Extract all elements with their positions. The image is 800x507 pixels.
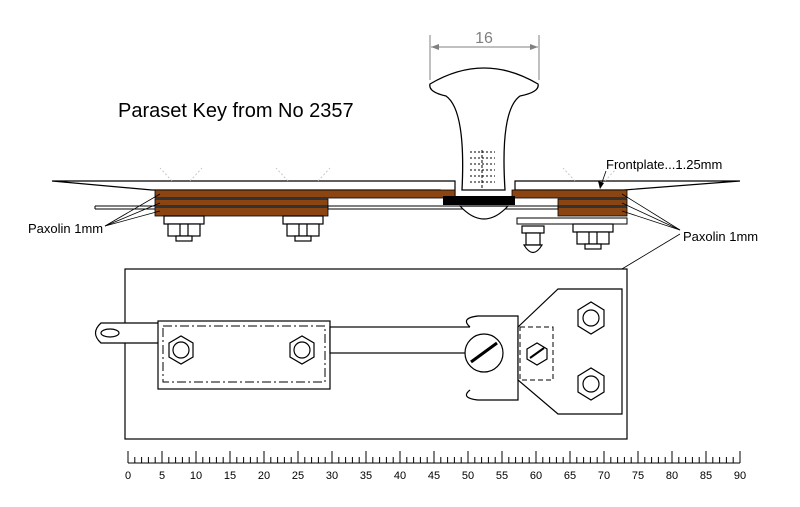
ruler-tick-label: 20	[258, 470, 270, 482]
ruler-tick-label: 30	[326, 470, 338, 482]
ruler-tick-label: 0	[125, 470, 131, 482]
paxolin-layer-mid-left	[154, 198, 329, 207]
paxolin-layer-low-left	[154, 206, 329, 217]
scale-ruler: 0 5 10 15 20 25 30 35 40 45 50 55 60 65 70 75 80 85 90	[125, 451, 746, 482]
paxolin-right-label: Paxolin 1mm	[683, 229, 758, 244]
ruler-tick-label: 40	[394, 470, 406, 482]
ruler-tick-label: 35	[360, 470, 372, 482]
width-dimension: 16	[429, 30, 540, 80]
paxolin-layers	[154, 189, 628, 217]
ruler-tick-label: 75	[632, 470, 644, 482]
contact-strip	[94, 196, 628, 225]
knob	[429, 67, 539, 191]
ruler-tick-label: 25	[292, 470, 304, 482]
side-view-hardware	[163, 215, 614, 254]
contact-tab	[94, 322, 161, 344]
ruler-tick-label: 50	[462, 470, 474, 482]
ruler-tick-label: 45	[428, 470, 440, 482]
paxolin-layer-top-left	[154, 189, 456, 199]
ruler-tick-label: 10	[190, 470, 202, 482]
paxolin-layer-top-right	[511, 189, 628, 199]
dimension-label: 16	[475, 30, 493, 47]
ruler-tick-label: 55	[496, 470, 508, 482]
paxolin-left-leaders	[104, 193, 161, 227]
ruler-tick-label: 65	[564, 470, 576, 482]
frontplate-label: Frontplate...1.25mm	[606, 157, 722, 172]
ruler-tick-label: 80	[666, 470, 678, 482]
ruler-tick-label: 5	[159, 470, 165, 482]
top-view	[94, 268, 628, 440]
ruler-tick-label: 60	[530, 470, 542, 482]
ruler-tick-label: 15	[224, 470, 236, 482]
paxolin-layer-low-right	[557, 206, 628, 217]
ruler-tick-label: 70	[598, 470, 610, 482]
diagram-title: Paraset Key from No 2357	[118, 100, 354, 122]
ruler-tick-label: 90	[734, 470, 746, 482]
ruler-tick-label: 85	[700, 470, 712, 482]
paxolin-left-label: Paxolin 1mm	[28, 221, 103, 236]
paxolin-layer-mid-right	[557, 198, 628, 207]
